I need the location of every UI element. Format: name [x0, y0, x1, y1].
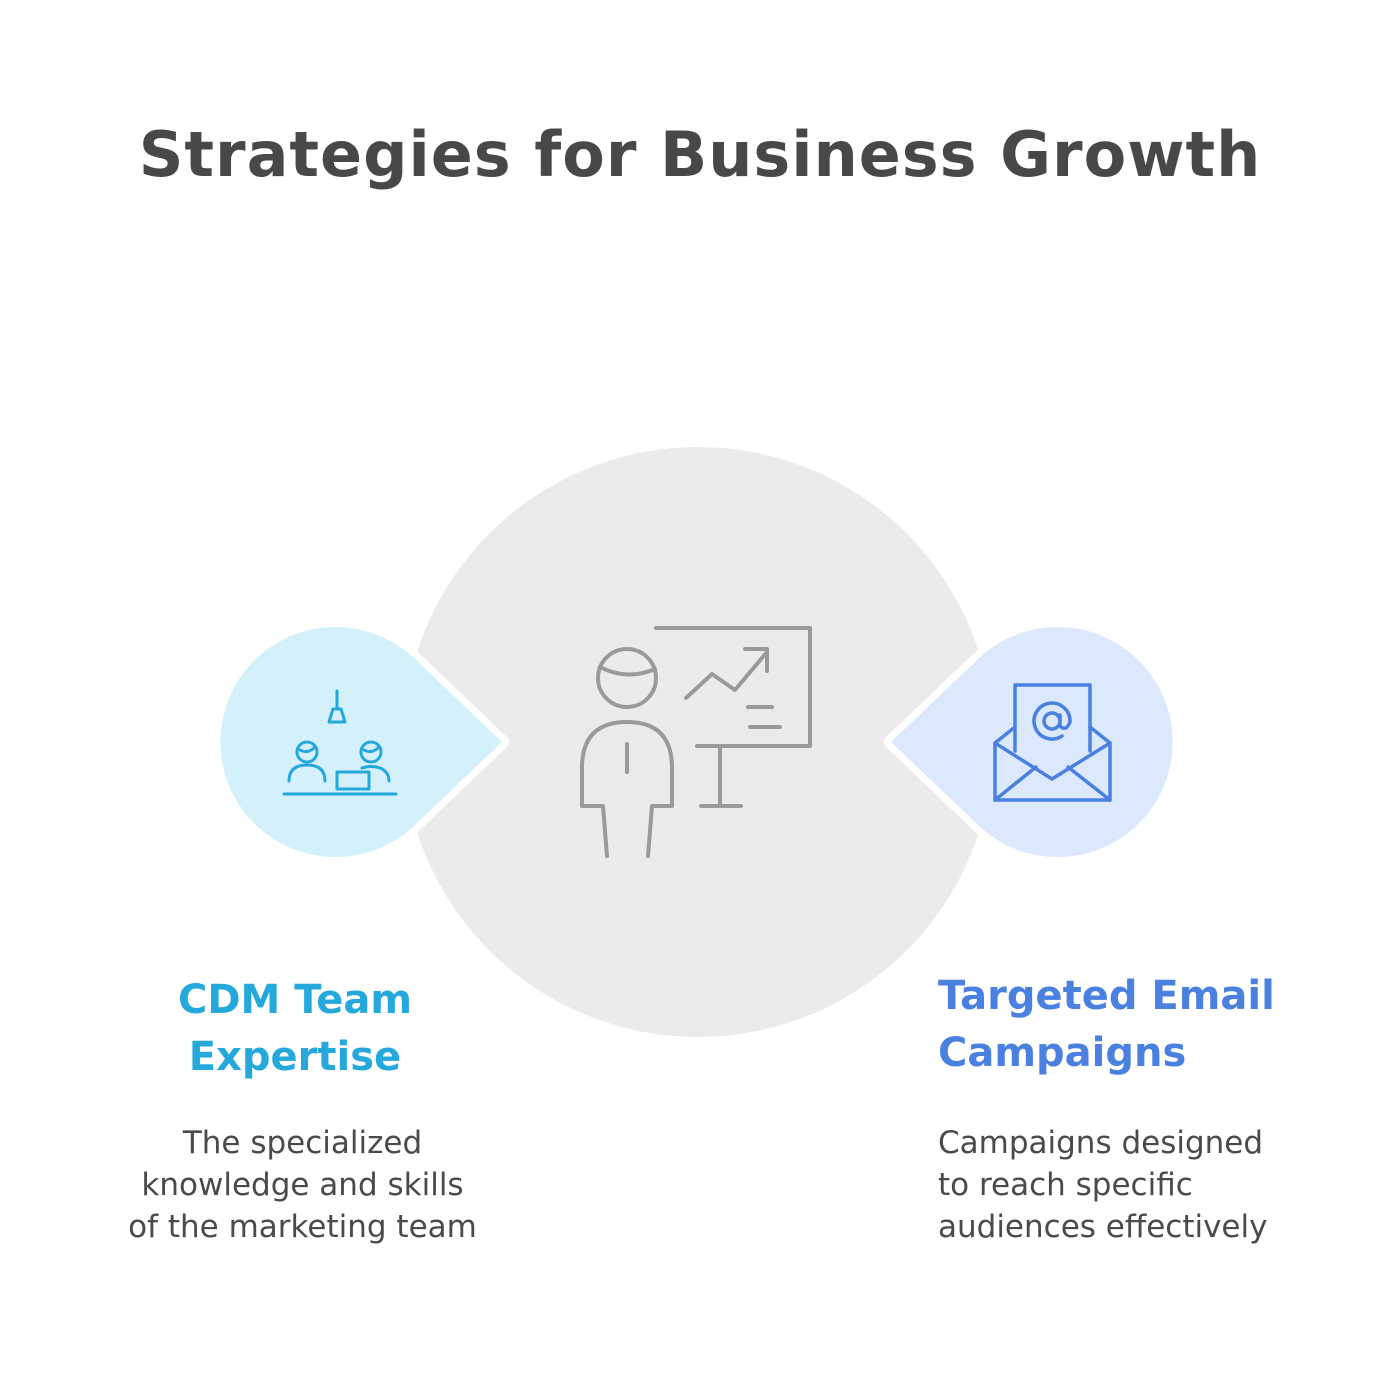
left-desc-line-3: of the marketing team	[128, 1209, 477, 1245]
left-heading-line-2: Expertise	[188, 1034, 402, 1080]
cdm-team-expertise-heading: CDM Team Expertise	[120, 972, 470, 1086]
left-desc-line-2: knowledge and skills	[141, 1167, 464, 1203]
cdm-team-expertise-description: The specialized knowledge and skills of …	[100, 1122, 505, 1248]
right-heading-line-2: Campaigns	[938, 1030, 1187, 1076]
targeted-email-campaigns-description: Campaigns designed to reach specific aud…	[938, 1122, 1358, 1248]
right-heading-line-1: Targeted Email	[938, 973, 1275, 1019]
right-desc-line-1: Campaigns designed	[938, 1125, 1264, 1161]
presenter-chart-icon	[580, 626, 812, 858]
left-heading-line-1: CDM Team	[177, 977, 413, 1023]
center-circle	[403, 447, 993, 1037]
diagram-title: Strategies for Business Growth	[138, 118, 1262, 191]
left-desc-line-1: The specialized	[182, 1125, 423, 1161]
targeted-email-campaigns-heading: Targeted Email Campaigns	[938, 968, 1378, 1082]
right-desc-line-3: audiences effectively	[938, 1209, 1268, 1245]
email-envelope-icon	[993, 683, 1112, 802]
right-desc-line-2: to reach specific	[938, 1167, 1193, 1203]
left-teardrop	[220, 626, 502, 857]
team-at-desk-icon	[282, 689, 398, 796]
